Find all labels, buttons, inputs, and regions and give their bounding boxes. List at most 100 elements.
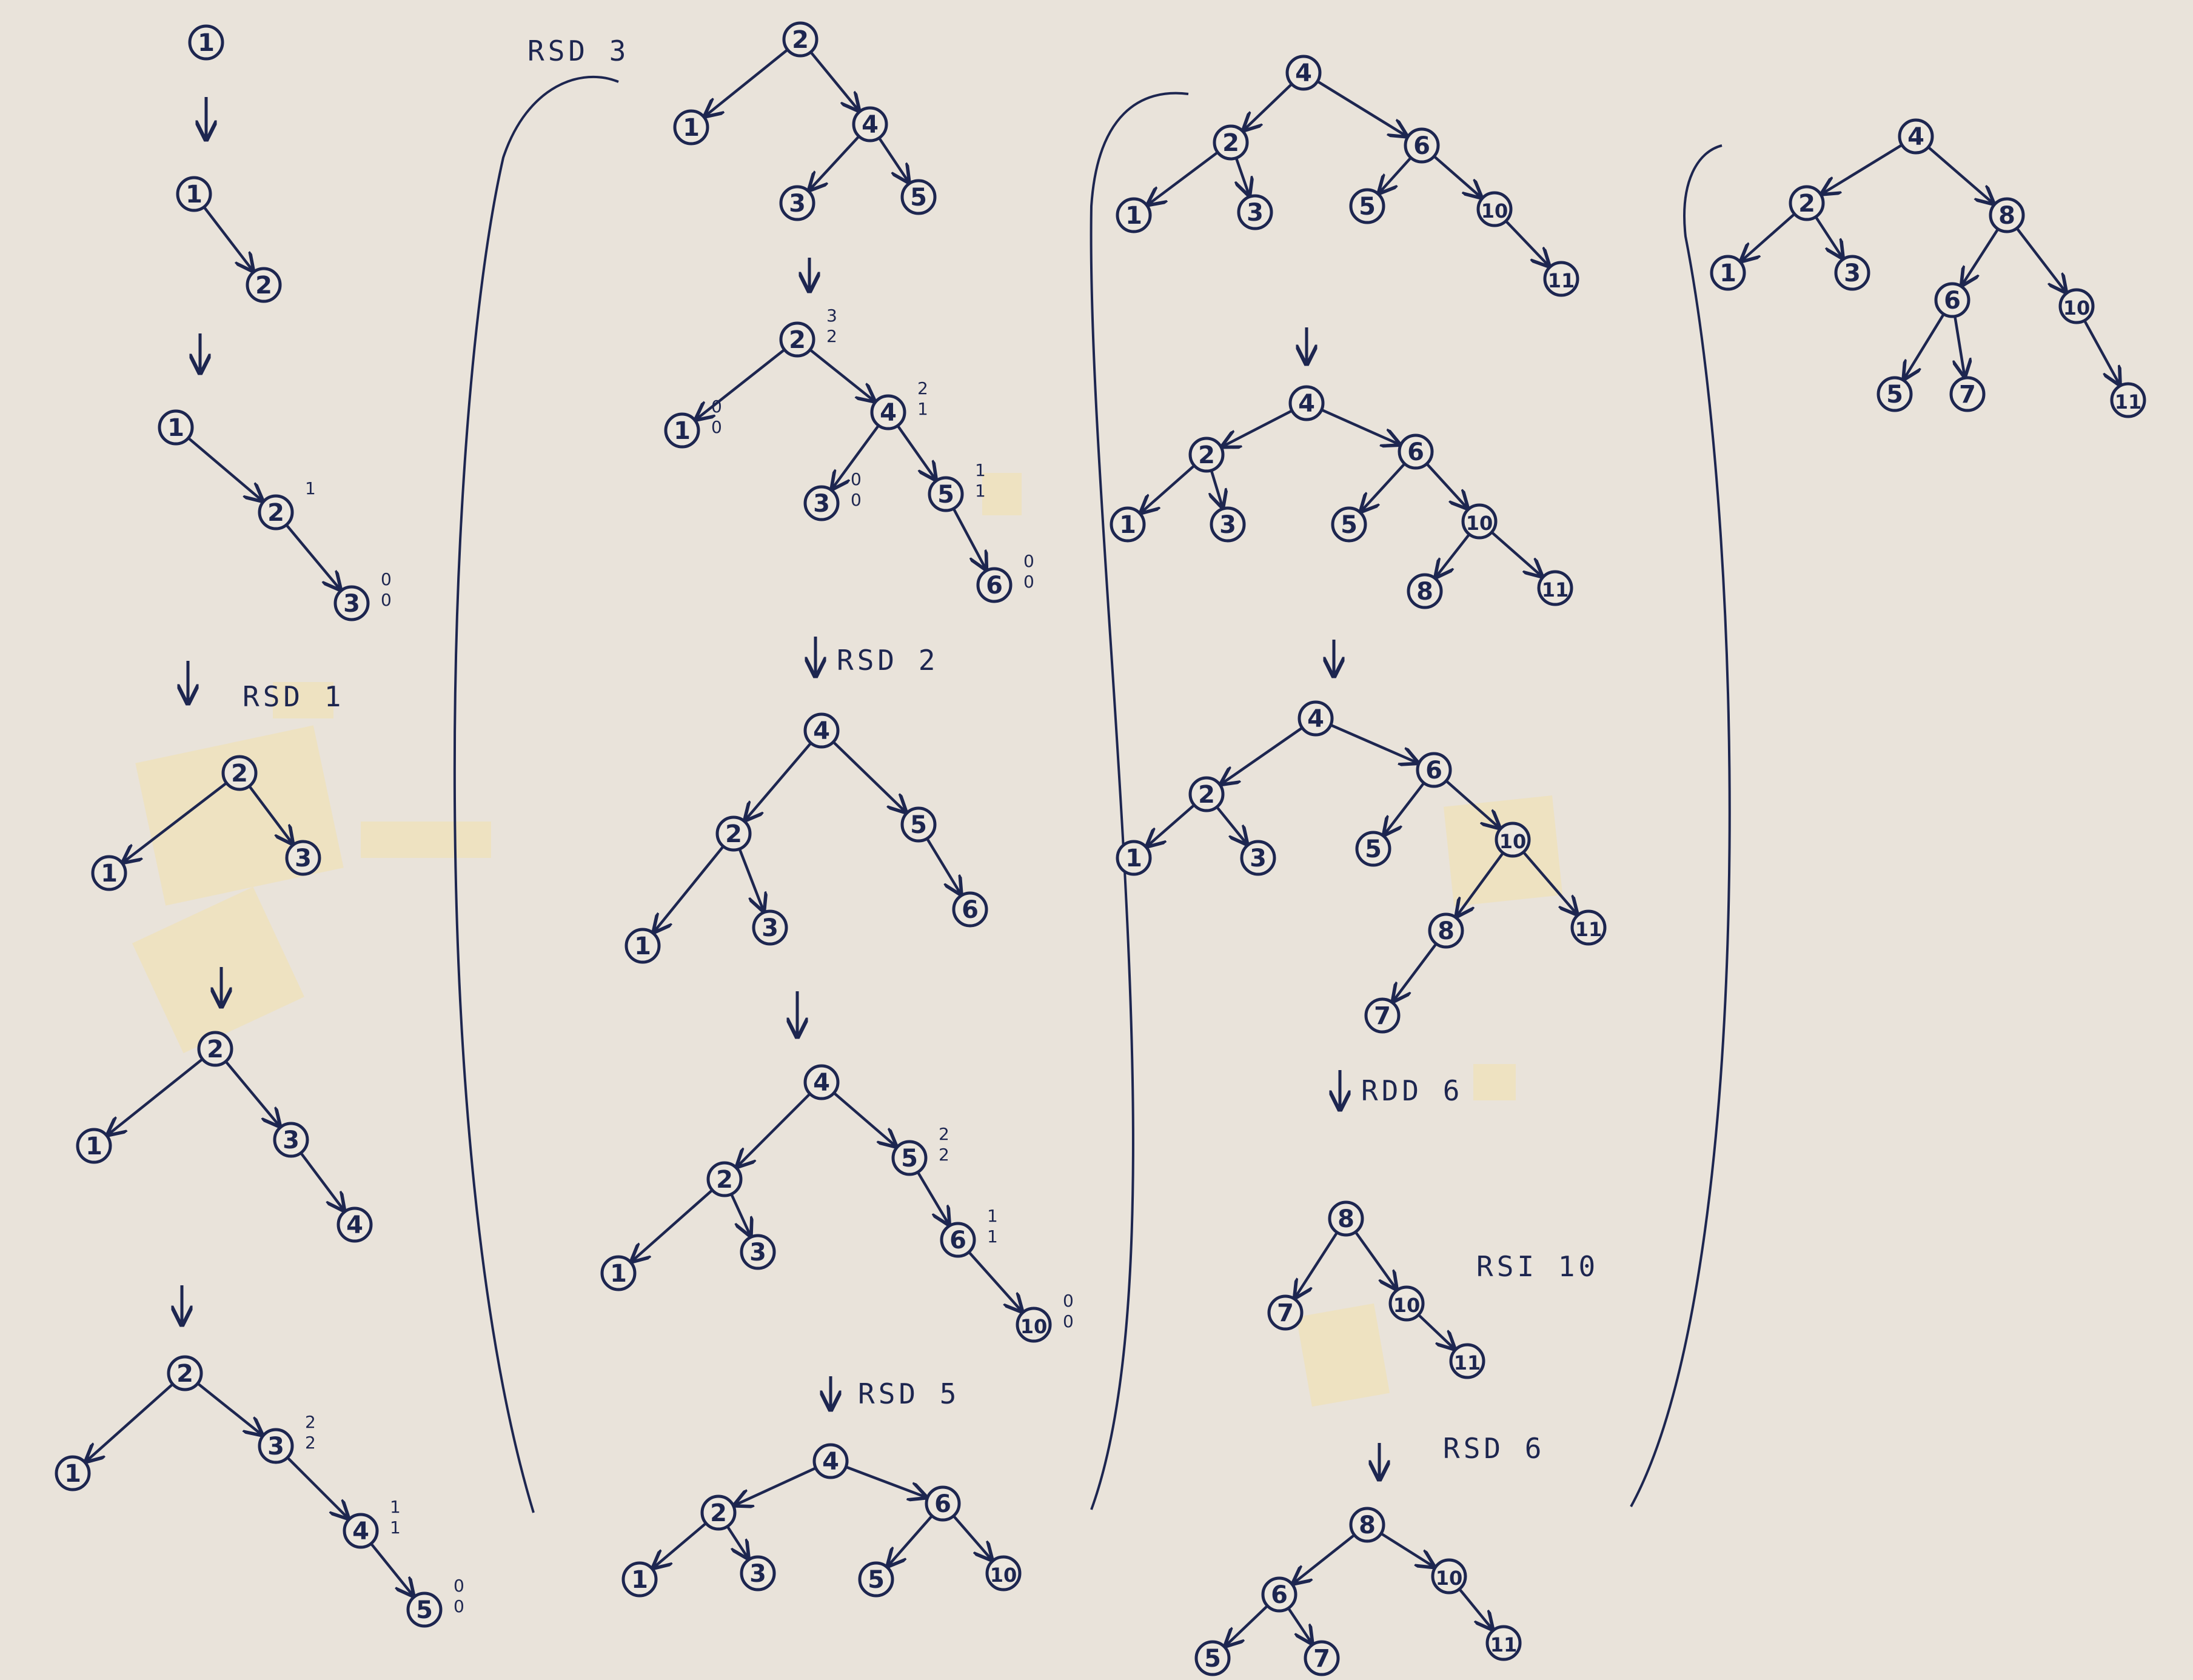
tree-node: 10 xyxy=(1431,1558,1467,1595)
tree-edge xyxy=(968,1251,1022,1311)
tree-node: 4 xyxy=(336,1206,373,1243)
node-label: 2 xyxy=(789,326,806,354)
divider-layer xyxy=(453,75,1731,1513)
tree-node: 2 xyxy=(1188,776,1225,812)
tree-edge xyxy=(1330,723,1418,763)
node-circle xyxy=(1407,573,1443,609)
node-circle xyxy=(782,21,819,58)
node-circle xyxy=(273,1122,309,1158)
node-label: 10 xyxy=(1481,199,1508,223)
tree-node: 1 xyxy=(76,1128,112,1164)
tree-edge xyxy=(248,785,292,843)
tree-node: 2 xyxy=(782,21,819,58)
node-label: 3 xyxy=(1247,199,1264,227)
tree-node: 3 xyxy=(258,1428,294,1464)
node-circle xyxy=(1331,506,1367,543)
tree-edge xyxy=(196,1382,261,1434)
tree-edge xyxy=(203,206,252,270)
node-label: 1 xyxy=(631,1566,648,1594)
balance-mark: 0 xyxy=(711,397,722,417)
node-label: 11 xyxy=(1454,1351,1481,1374)
tree-edge xyxy=(1393,943,1438,1001)
tree-edge xyxy=(1814,216,1843,258)
node-label: 7 xyxy=(1313,1645,1330,1673)
node-label: 10 xyxy=(1436,1567,1463,1590)
node-label: 5 xyxy=(868,1566,885,1594)
label-rdd6: RDD 6 xyxy=(1361,1074,1463,1107)
tree-node: 5 xyxy=(1355,831,1391,867)
node-circle xyxy=(952,891,988,928)
tree-edge xyxy=(187,437,263,500)
tree-node: 4 xyxy=(343,1513,379,1549)
node-label: 4 xyxy=(1298,390,1315,418)
node-label: 2 xyxy=(716,1166,733,1194)
node-label: 3 xyxy=(343,590,360,618)
tape-piece xyxy=(1296,1303,1390,1407)
node-circle xyxy=(167,1355,203,1391)
node-label: 4 xyxy=(352,1518,369,1545)
tree-edge xyxy=(1226,1605,1269,1646)
balance-mark: 0 xyxy=(381,569,392,589)
label-rsd6: RSD 6 xyxy=(1443,1432,1545,1465)
tree-edge xyxy=(1505,219,1549,266)
tree-edge xyxy=(370,1542,413,1596)
balance-mark: 2 xyxy=(826,326,837,346)
tree-edge xyxy=(1216,806,1247,844)
node-circle xyxy=(803,1064,840,1100)
node-label: 8 xyxy=(1338,1205,1354,1233)
tree-node: 10 xyxy=(1476,191,1513,227)
tree-node: 1 xyxy=(1710,255,1746,291)
balance-mark: 1 xyxy=(917,399,928,419)
node-circle xyxy=(1461,503,1498,540)
tree-node: 6 xyxy=(1416,752,1452,788)
node-label: 2 xyxy=(1198,781,1215,809)
node-circle xyxy=(985,1555,1022,1591)
node-label: 5 xyxy=(1365,835,1382,863)
node-label: 6 xyxy=(1944,287,1961,315)
node-label: 1 xyxy=(85,1133,102,1160)
node-label: 2 xyxy=(710,1499,727,1527)
tree-t4: 213 xyxy=(91,755,321,891)
tree-node: 1 xyxy=(664,412,700,449)
tree-edge xyxy=(300,1152,344,1210)
balance-mark: 3 xyxy=(826,306,837,326)
node-label: 1 xyxy=(674,417,691,445)
node-label: 4 xyxy=(822,1448,839,1476)
tree-edge xyxy=(2015,227,2065,292)
node-circle xyxy=(1364,997,1401,1034)
tree-node: 6 xyxy=(1934,282,1970,318)
tree-node: 3 xyxy=(803,485,840,521)
node-circle xyxy=(1877,376,1913,412)
tree-edge xyxy=(1223,409,1293,446)
tree-node: 11 xyxy=(2110,382,2146,418)
tree-node: 2 xyxy=(1789,185,1825,221)
tree-t1: 1 xyxy=(188,24,224,61)
tree-node: 4 xyxy=(1898,118,1934,155)
tree-edge xyxy=(108,1058,204,1134)
balance-mark: 0 xyxy=(851,490,862,510)
tape-piece xyxy=(132,886,304,1054)
label-rsd2: RSD 2 xyxy=(837,644,939,677)
tree-node: 6 xyxy=(1261,1576,1297,1613)
column-divider-3 xyxy=(1630,144,1731,1507)
node-label: 6 xyxy=(1407,438,1424,466)
node-label: 1 xyxy=(198,29,215,57)
node-label: 5 xyxy=(1886,381,1903,409)
balance-mark: 1 xyxy=(390,1518,401,1538)
node-label: 3 xyxy=(813,490,830,518)
node-circle xyxy=(1416,752,1452,788)
tree-edge xyxy=(286,1456,348,1518)
tree-node: 1 xyxy=(600,1255,637,1291)
tree-node: 1 xyxy=(1116,840,1152,876)
tree-node: 5 xyxy=(1194,1640,1231,1676)
tree-node: 7 xyxy=(1304,1640,1340,1676)
node-circle xyxy=(812,1443,849,1479)
node-circle xyxy=(1237,194,1273,230)
tree-node: 2 xyxy=(1188,437,1225,473)
tree-edge xyxy=(1457,852,1504,916)
